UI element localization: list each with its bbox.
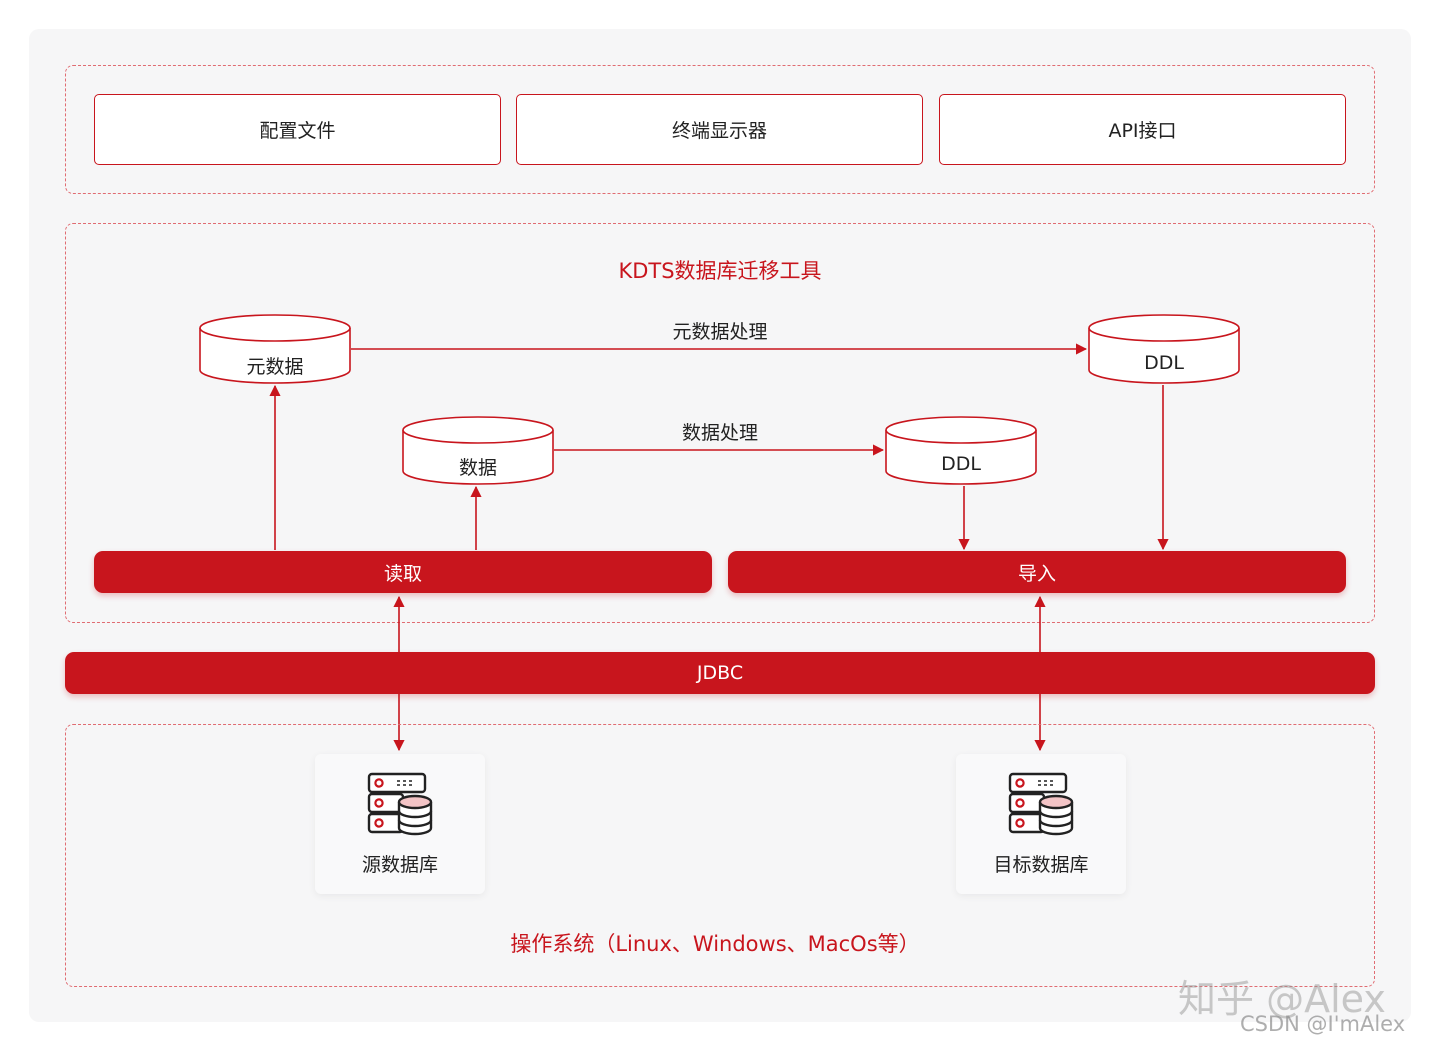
- data-process-label: 数据处理: [681, 422, 758, 444]
- import-bar: 导入: [728, 551, 1346, 593]
- os-label: 操作系统（Linux、Windows、MacOs等）: [510, 932, 920, 956]
- tool-title: KDTS数据库迁移工具: [618, 259, 822, 283]
- target-db-card: 目标数据库: [956, 754, 1126, 894]
- read-bar: 读取: [94, 551, 712, 593]
- interface-layer: [65, 65, 1375, 194]
- ddl-mid-cylinder: [885, 416, 1037, 485]
- config-file-label: 配置文件: [259, 120, 336, 142]
- tool-layer: [65, 223, 1375, 623]
- target-db-label: 目标数据库: [993, 854, 1089, 876]
- metadata-label: 元数据: [246, 356, 304, 378]
- jdbc-bar: JDBC: [65, 652, 1375, 694]
- terminal-display-box: 终端显示器: [516, 94, 923, 165]
- source-db-label: 源数据库: [361, 854, 438, 876]
- database-server-icon: [1008, 772, 1074, 836]
- ddl-mid-label: DDL: [941, 453, 981, 475]
- metadata-process-label: 元数据处理: [672, 321, 768, 343]
- data-cylinder: [402, 416, 554, 485]
- api-box: API接口: [939, 94, 1346, 165]
- diagram-canvas: [29, 29, 1411, 1022]
- data-label: 数据: [458, 457, 497, 479]
- ddl-top-cylinder: [1088, 314, 1240, 384]
- jdbc-label: JDBC: [696, 662, 744, 684]
- import-label: 导入: [1017, 562, 1056, 585]
- csdn-watermark: CSDN @I'mAlex: [1240, 1012, 1406, 1036]
- os-layer: [65, 724, 1375, 987]
- source-db-card: 源数据库: [315, 754, 485, 894]
- api-label: API接口: [1108, 120, 1177, 142]
- metadata-cylinder: [199, 314, 351, 384]
- zhihu-watermark: 知乎 @Alex: [1178, 977, 1386, 1021]
- ddl-top-label: DDL: [1144, 352, 1184, 374]
- terminal-display-label: 终端显示器: [671, 120, 767, 142]
- read-label: 读取: [383, 562, 422, 585]
- database-server-icon: [367, 772, 433, 836]
- config-file-box: 配置文件: [94, 94, 501, 165]
